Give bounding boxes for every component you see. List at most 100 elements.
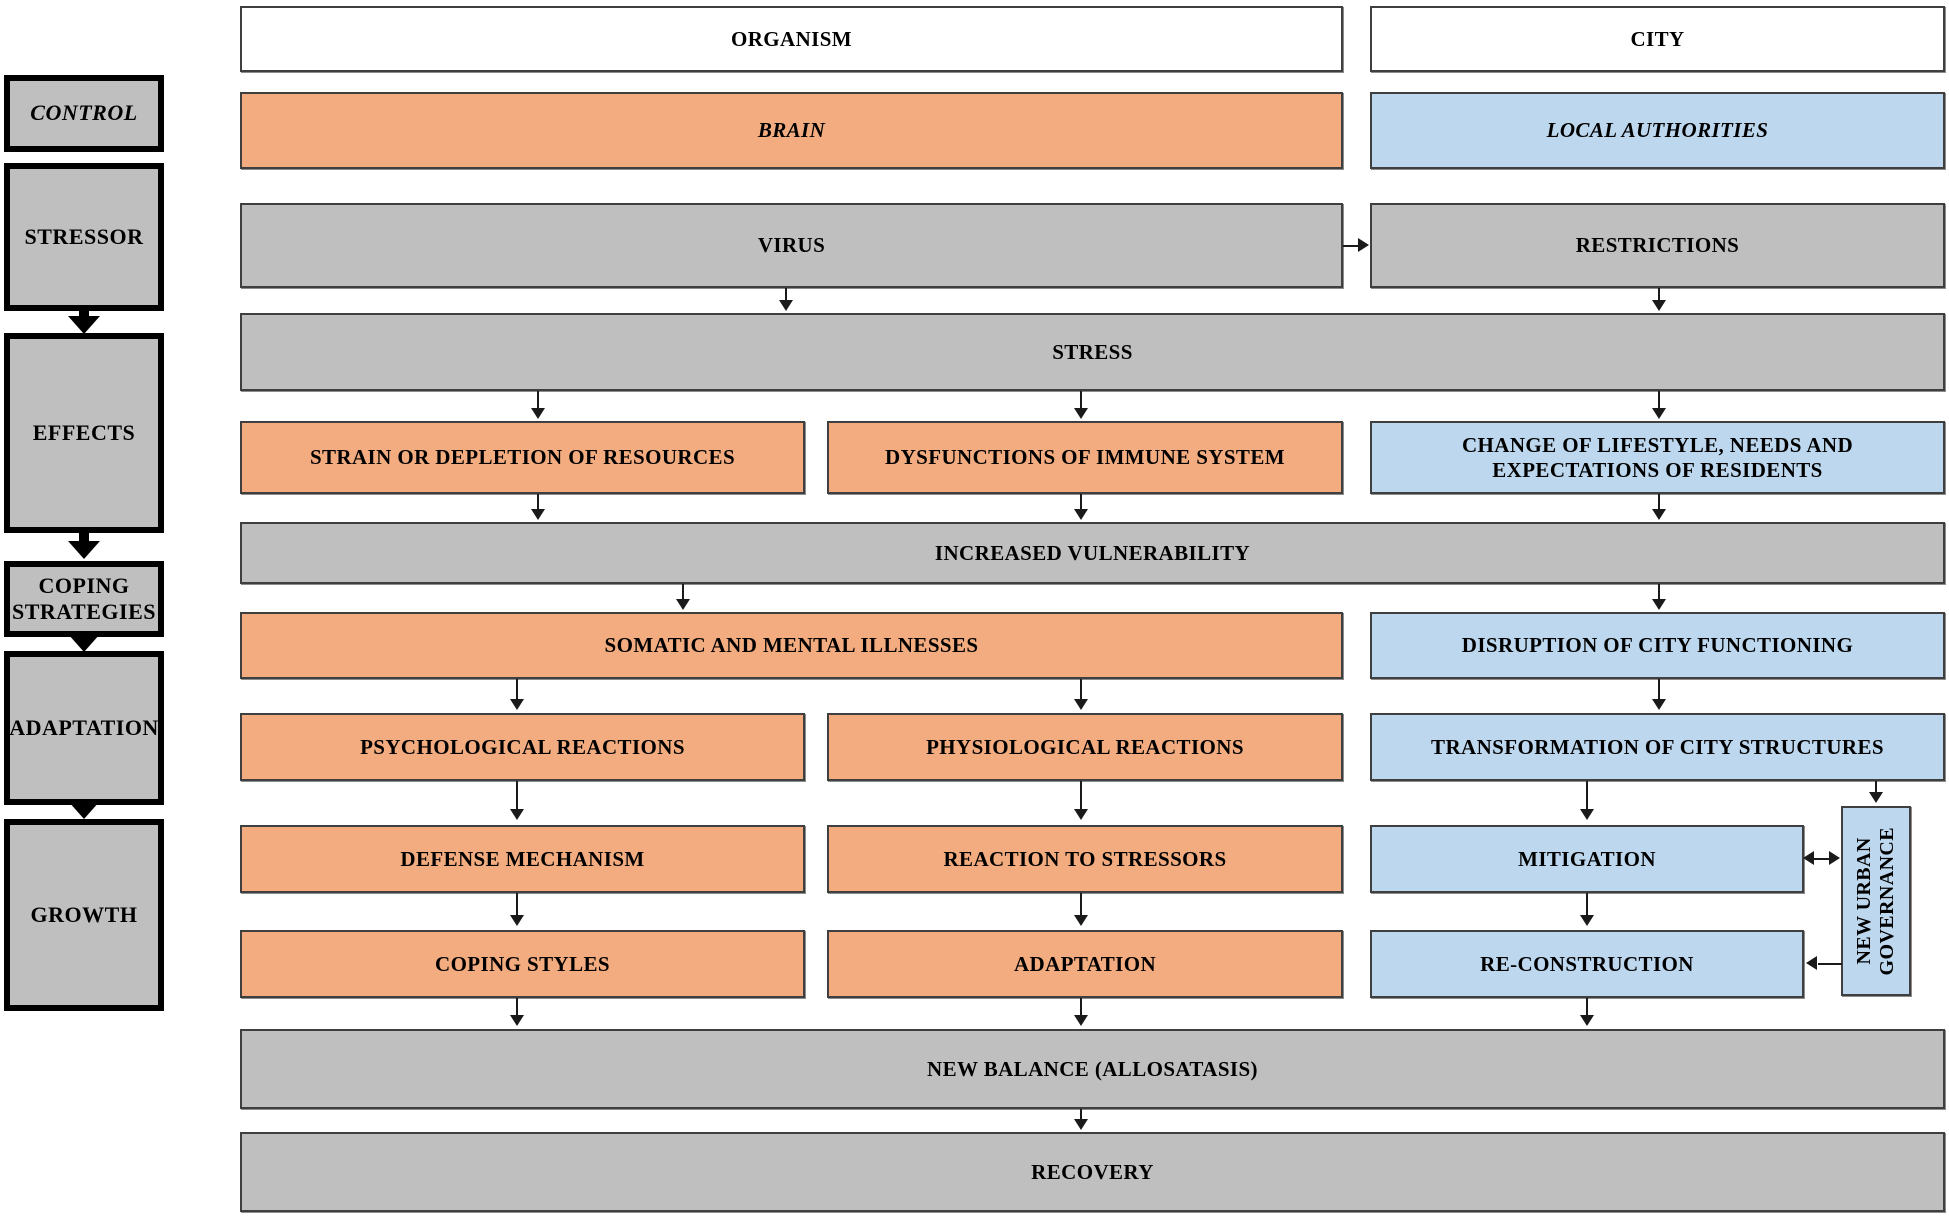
- edge-strain-to-vulnerability: [537, 494, 539, 511]
- node-disruption-city-text: DISRUPTION OF CITY FUNCTIONING: [1461, 633, 1854, 658]
- node-brain-text: BRAIN: [757, 118, 826, 143]
- node-adaptation-text: ADAPTATION: [1013, 951, 1157, 976]
- node-coping-styles: COPING STYLES: [240, 930, 805, 998]
- node-coping-styles-text: COPING STYLES: [435, 951, 610, 976]
- node-change-of-lifestyle: CHANGE OF LIFESTYLE, NEEDS AND EXPECTATI…: [1370, 421, 1945, 494]
- edge-reaction-to-adaptation: [1080, 893, 1082, 917]
- edge-psychological-to-defense-head: [510, 809, 524, 820]
- edge-disruption-to-transformation: [1658, 679, 1660, 701]
- edge-mitigation-governance-head-right: [1829, 851, 1840, 865]
- edge-virus-to-restrictions-head: [1358, 238, 1369, 252]
- node-reaction-stressors: REACTION TO STRESSORS: [827, 825, 1343, 893]
- node-transformation-text: TRANSFORMATION OF CITY STRUCTURES: [1431, 734, 1884, 759]
- edge-balance-to-recovery: [1080, 1109, 1082, 1121]
- edge-coping-to-balance-head: [510, 1015, 524, 1026]
- edge-stress-to-immune: [1080, 391, 1082, 410]
- node-recovery-text: RECOVERY: [1031, 1159, 1154, 1184]
- column-header-city-text: CITY: [1630, 26, 1685, 51]
- edge-psychological-to-defense: [516, 781, 518, 811]
- node-physiological-text: PHYSIOLOGICAL REACTIONS: [926, 734, 1244, 759]
- rail-arrow-1-head: [68, 316, 100, 334]
- edge-stress-to-lifestyle-head: [1652, 408, 1666, 419]
- edge-coping-to-balance: [516, 998, 518, 1017]
- edge-somatic-to-physiological: [1080, 679, 1082, 701]
- edge-virus-to-stress-head: [779, 300, 793, 311]
- node-reaction-stressors-text: REACTION TO STRESSORS: [943, 846, 1227, 871]
- rail-arrow-3-head: [68, 634, 100, 652]
- edge-immune-to-vulnerability-head: [1074, 509, 1088, 520]
- stage-label-stressor-text: STRESSOR: [24, 223, 144, 249]
- node-new-balance-text: NEW BALANCE (ALLOSATASIS): [927, 1056, 1258, 1081]
- node-local-authorities-text: LOCAL AUTHORITIES: [1546, 118, 1769, 143]
- edge-defense-to-coping: [516, 893, 518, 917]
- edge-mitigation-to-reconstruction: [1586, 893, 1588, 917]
- edge-reconstruction-to-balance-head: [1580, 1015, 1594, 1026]
- column-header-organism-text: ORGANISM: [730, 26, 853, 51]
- node-virus: VIRUS: [240, 203, 1343, 288]
- node-new-urban-governance-text: NEW URBAN GOVERNANCE: [1853, 826, 1898, 976]
- edge-stress-to-lifestyle: [1658, 391, 1660, 410]
- node-stress: STRESS: [240, 313, 1945, 391]
- node-mitigation-text: MITIGATION: [1518, 846, 1656, 871]
- edge-disruption-to-transformation-head: [1652, 699, 1666, 710]
- edge-adaptation-to-balance: [1080, 998, 1082, 1017]
- edge-vulnerability-to-somatic-head: [676, 599, 690, 610]
- edge-transformation-to-governance-head: [1869, 792, 1883, 803]
- column-header-organism: ORGANISM: [240, 6, 1343, 72]
- node-restrictions-text: RESTRICTIONS: [1575, 233, 1740, 258]
- node-local-authorities: LOCAL AUTHORITIES: [1370, 92, 1945, 169]
- stage-label-adaptation-text: ADAPTATION: [9, 714, 159, 740]
- edge-transformation-to-mitigation-head: [1580, 809, 1594, 820]
- edge-restrictions-to-stress: [1658, 288, 1660, 303]
- column-header-city: CITY: [1370, 6, 1945, 72]
- node-brain: BRAIN: [240, 92, 1343, 169]
- stage-label-stressor: STRESSOR: [4, 163, 164, 311]
- edge-mitigation-governance: [1810, 858, 1836, 860]
- node-re-construction-text: RE-CONSTRUCTION: [1480, 951, 1694, 976]
- node-adaptation: ADAPTATION: [827, 930, 1343, 998]
- node-psychological: PSYCHOLOGICAL REACTIONS: [240, 713, 805, 781]
- edge-governance-to-reconstruction: [1818, 963, 1842, 965]
- rail-arrow-4-head: [68, 801, 100, 819]
- edge-stress-to-strain: [537, 391, 539, 410]
- node-recovery: RECOVERY: [240, 1132, 1945, 1212]
- edge-reaction-to-adaptation-head: [1074, 915, 1088, 926]
- stage-label-growth: GROWTH: [4, 819, 164, 1011]
- edge-transformation-to-governance: [1875, 781, 1877, 794]
- edge-defense-to-coping-head: [510, 915, 524, 926]
- node-mitigation: MITIGATION: [1370, 825, 1804, 893]
- edge-stress-to-strain-head: [531, 408, 545, 419]
- node-immune-dysfunction-text: DYSFUNCTIONS OF IMMUNE SYSTEM: [885, 445, 1285, 470]
- node-somatic-mental-text: SOMATIC AND MENTAL ILLNESSES: [604, 633, 979, 658]
- node-psychological-text: PSYCHOLOGICAL REACTIONS: [360, 734, 685, 759]
- node-restrictions: RESTRICTIONS: [1370, 203, 1945, 288]
- edge-reconstruction-to-balance: [1586, 998, 1588, 1017]
- node-re-construction: RE-CONSTRUCTION: [1370, 930, 1804, 998]
- node-somatic-mental: SOMATIC AND MENTAL ILLNESSES: [240, 612, 1343, 679]
- edge-somatic-to-psychological: [516, 679, 518, 701]
- edge-physiological-to-reaction: [1080, 781, 1082, 811]
- node-defense-mechanism-text: DEFENSE MECHANISM: [400, 846, 645, 871]
- edge-immune-to-vulnerability: [1080, 494, 1082, 511]
- node-disruption-city: DISRUPTION OF CITY FUNCTIONING: [1370, 612, 1945, 679]
- edge-somatic-to-psychological-head: [510, 699, 524, 710]
- edge-vulnerability-to-somatic: [682, 584, 684, 601]
- stage-label-adaptation: ADAPTATION: [4, 651, 164, 805]
- stage-label-effects: EFFECTS: [4, 333, 164, 533]
- edge-transformation-to-mitigation: [1586, 781, 1588, 811]
- stage-label-coping-strategies: COPING STRATEGIES: [4, 561, 164, 637]
- edge-mitigation-governance-head-left: [1803, 851, 1814, 865]
- node-new-urban-governance: NEW URBAN GOVERNANCE: [1841, 806, 1911, 996]
- node-strain-depletion-text: STRAIN OR DEPLETION OF RESOURCES: [309, 445, 736, 470]
- edge-vulnerability-to-disruption-head: [1652, 599, 1666, 610]
- stage-label-growth-text: GROWTH: [30, 901, 138, 927]
- node-increased-vulnerability-text: INCREASED VULNERABILITY: [934, 540, 1251, 565]
- node-strain-depletion: STRAIN OR DEPLETION OF RESOURCES: [240, 421, 805, 494]
- edge-somatic-to-physiological-head: [1074, 699, 1088, 710]
- edge-strain-to-vulnerability-head: [531, 509, 545, 520]
- stage-label-control: CONTROL: [4, 75, 164, 152]
- rail-connector-2: [79, 533, 89, 545]
- node-increased-vulnerability: INCREASED VULNERABILITY: [240, 522, 1945, 584]
- edge-physiological-to-reaction-head: [1074, 809, 1088, 820]
